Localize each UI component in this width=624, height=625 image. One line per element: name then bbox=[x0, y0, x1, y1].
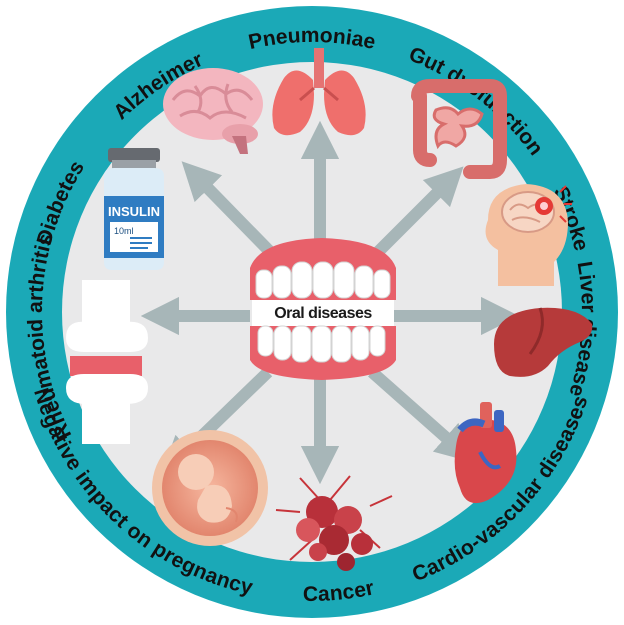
vial-brand: INSULIN bbox=[108, 204, 160, 219]
liver-icon bbox=[494, 307, 593, 377]
teeth-icon bbox=[250, 238, 396, 380]
fetus-icon bbox=[152, 430, 268, 546]
lungs-icon bbox=[272, 48, 366, 136]
arrow-down-right bbox=[368, 367, 475, 463]
cancer-cells-icon bbox=[275, 475, 393, 571]
knee-joint-icon bbox=[66, 280, 148, 444]
vial-volume: 10ml bbox=[114, 226, 134, 236]
arrow-up-left bbox=[181, 161, 285, 267]
heart-icon bbox=[454, 402, 517, 504]
insulin-vial-icon: INSULIN 10ml bbox=[104, 148, 164, 270]
head-stroke-icon bbox=[485, 184, 572, 286]
arrow-up-right bbox=[363, 166, 464, 267]
brain-icon bbox=[163, 68, 263, 154]
intestines-icon bbox=[411, 79, 507, 179]
center-label: Oral diseases bbox=[274, 305, 372, 322]
